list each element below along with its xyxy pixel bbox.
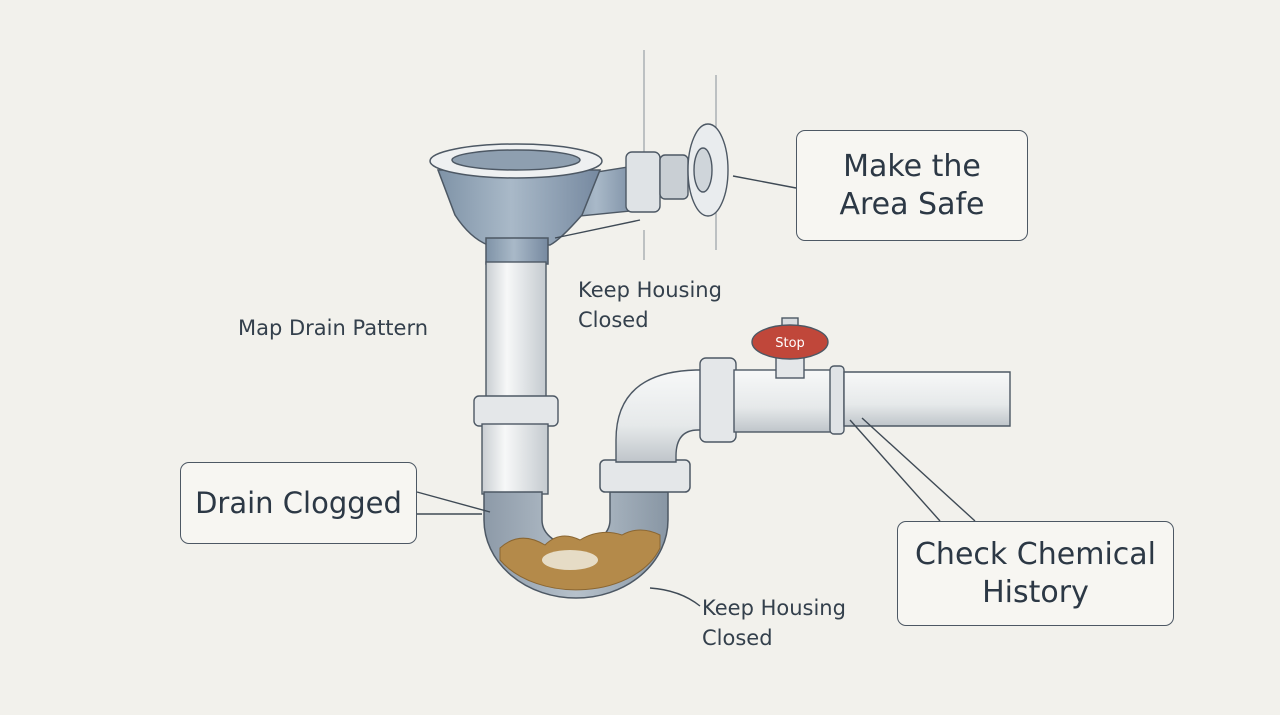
callout-text-drain-clogged: Drain Clogged (195, 485, 402, 520)
p-trap (483, 459, 691, 599)
outlet-pipe (733, 365, 1011, 435)
callout-text-chemical-history: Check Chemical History (914, 537, 1156, 610)
leader-lines (416, 175, 976, 607)
elbow-pipe (615, 357, 737, 463)
callout-drain-clogged: Drain Clogged (180, 462, 417, 544)
sink-strainer (429, 143, 603, 265)
vertical-pipe (473, 261, 559, 495)
callout-text-area-safe: Make the Area Safe (839, 149, 985, 222)
stop-valve-label: Stop (775, 336, 805, 351)
callout-make-area-safe: Make the Area Safe (796, 130, 1028, 241)
label-keep-housing-closed-bottom: Keep Housing Closed (702, 596, 846, 651)
callout-check-chemical-history: Check Chemical History (897, 521, 1174, 626)
label-keep-housing-closed-top: Keep Housing Closed (578, 278, 722, 333)
stop-valve: Stop (751, 317, 829, 379)
label-map-drain-pattern: Map Drain Pattern (238, 316, 429, 340)
